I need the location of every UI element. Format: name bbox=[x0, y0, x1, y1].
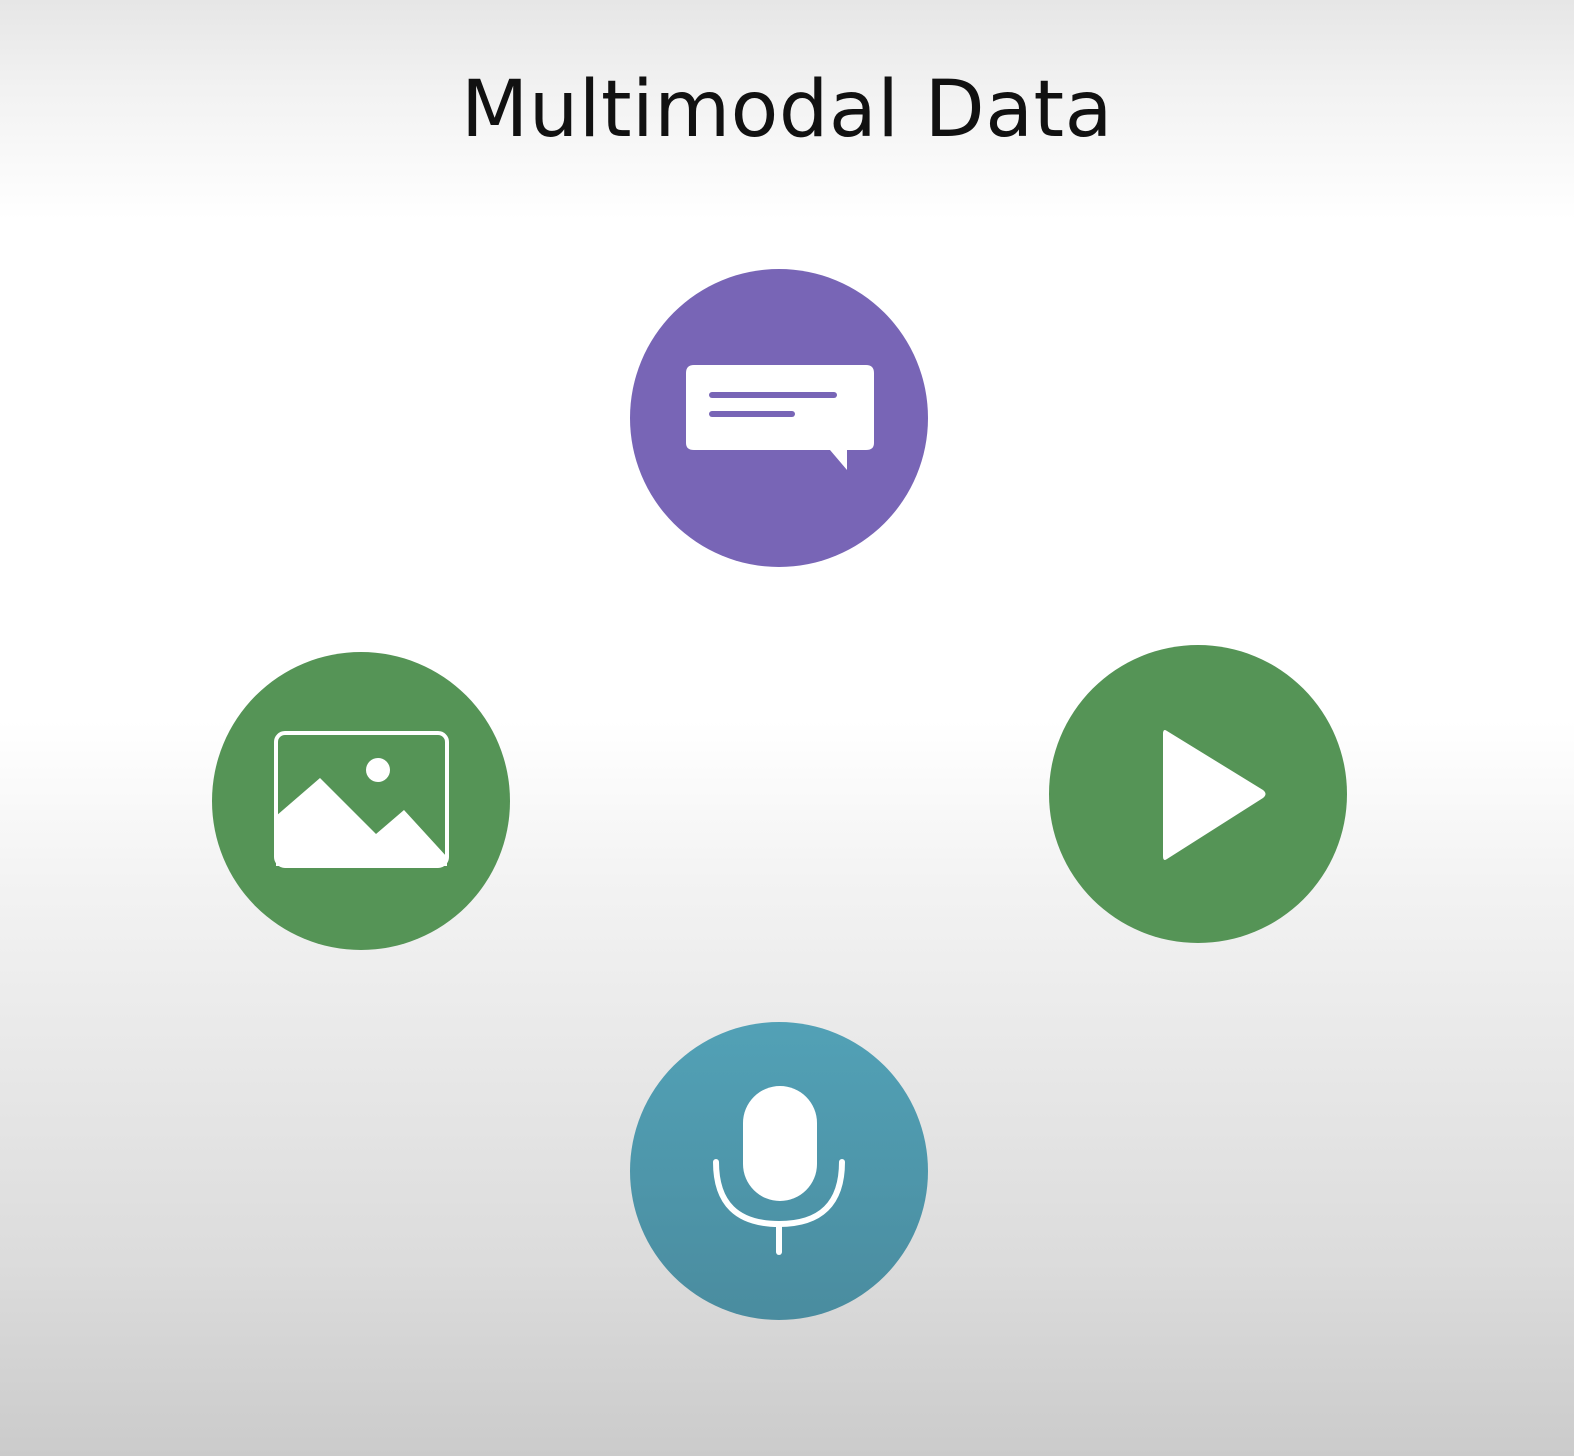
image-icon bbox=[212, 652, 510, 950]
image-modality-node bbox=[212, 652, 510, 950]
play-icon bbox=[1049, 645, 1347, 943]
microphone-icon bbox=[630, 1022, 928, 1320]
audio-modality-node bbox=[630, 1022, 928, 1320]
speech-bubble-icon bbox=[630, 269, 928, 567]
video-modality-node bbox=[1049, 645, 1347, 943]
page-title: Multimodal Data bbox=[461, 65, 1113, 155]
text-modality-node bbox=[630, 269, 928, 567]
